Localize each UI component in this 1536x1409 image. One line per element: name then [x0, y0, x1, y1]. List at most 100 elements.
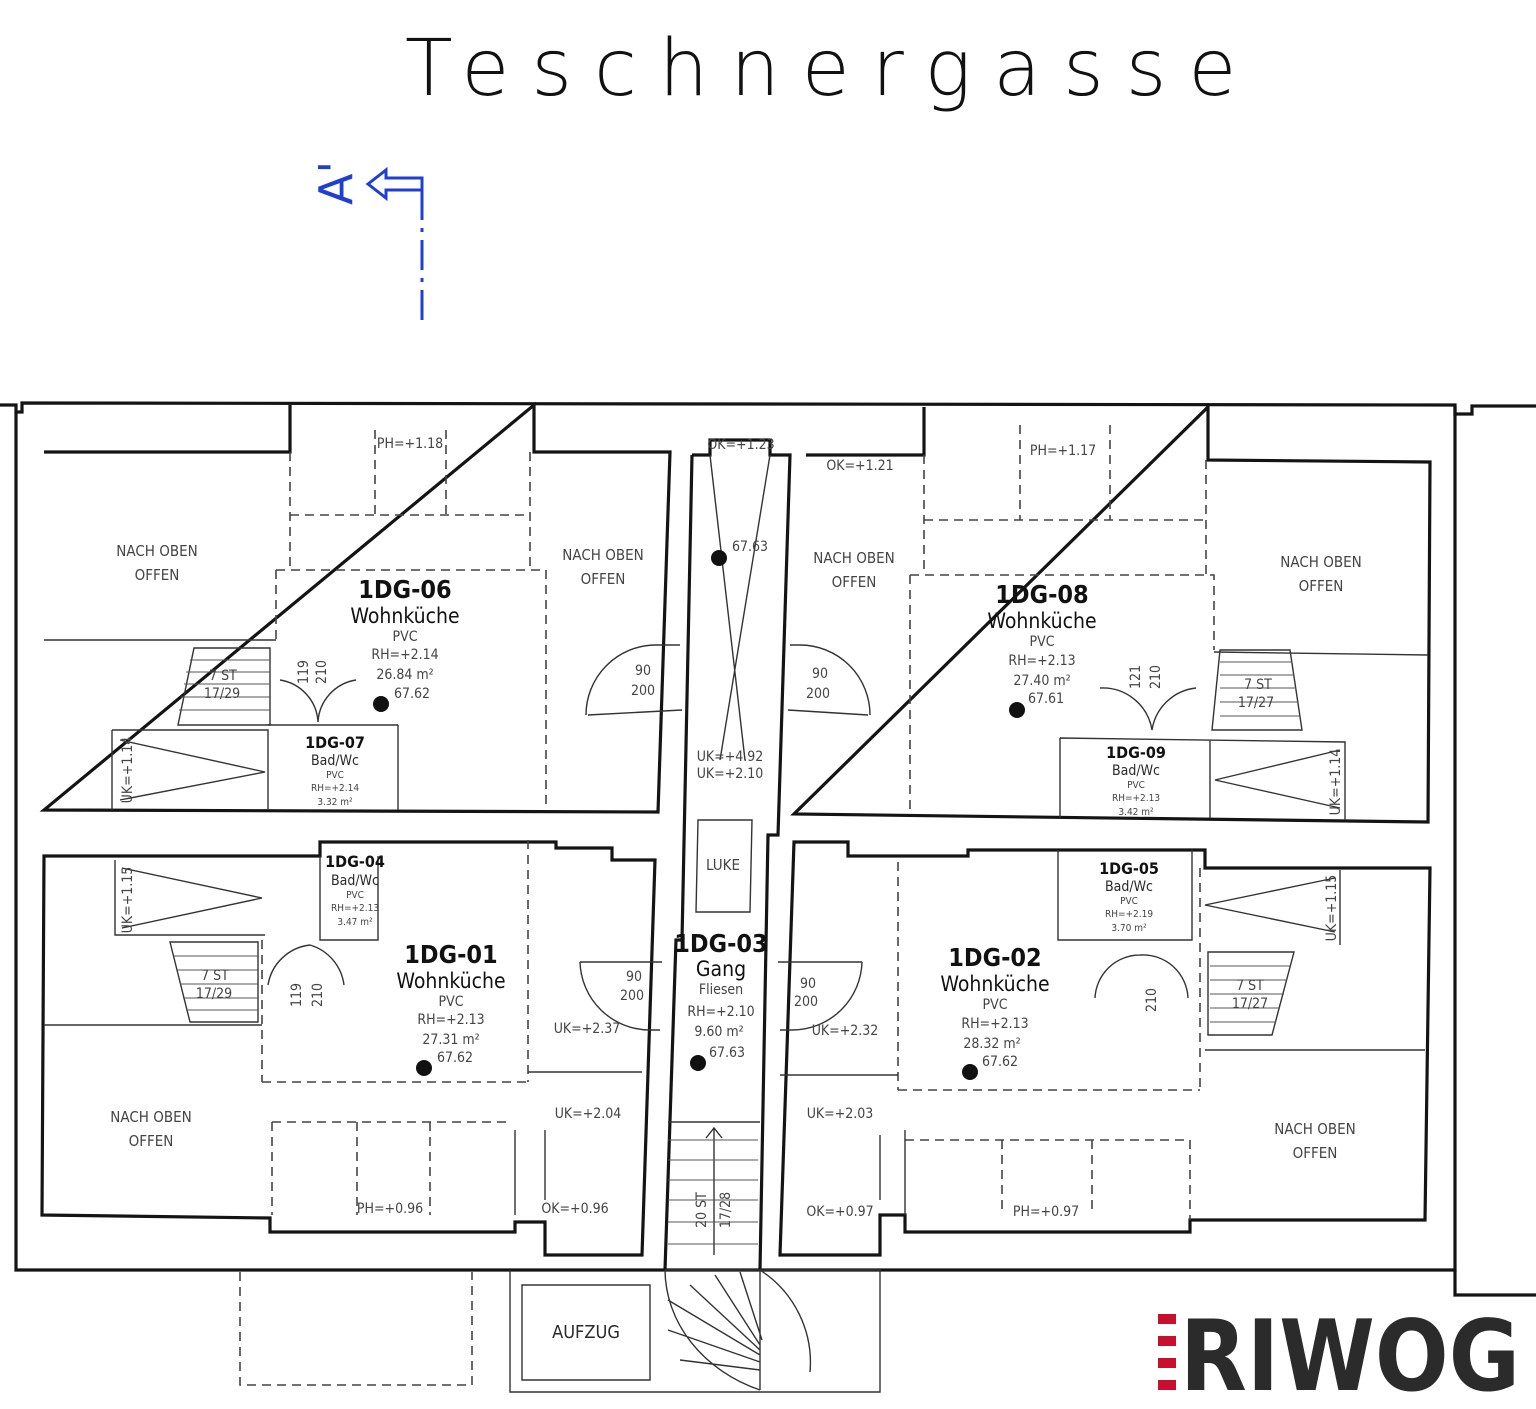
door-height: 200: [806, 686, 830, 702]
uk-label: UK=+2.04: [555, 1106, 622, 1122]
room-floor: PVC: [392, 629, 417, 645]
room-label-1dg-06: 1DG-06 Wohnküche PVC RH=+2.14 26.84 m² 6…: [350, 575, 459, 702]
room-id: 1DG-09: [1106, 743, 1166, 762]
uk-label: UK=+1.14: [120, 737, 136, 804]
logo-bar-icon: [1158, 1358, 1176, 1368]
room-height: RH=+2.13: [1112, 793, 1160, 804]
section-marker: A': [309, 161, 424, 325]
room-name: Bad/Wc: [1105, 879, 1153, 895]
room-level: 67.62: [437, 1050, 473, 1066]
room-height: RH=+2.13: [1008, 653, 1075, 669]
door-width: 90: [626, 969, 642, 985]
stair-ratio: 17/27: [1232, 996, 1268, 1012]
room-label-1dg-01: 1DG-01 Wohnküche PVC RH=+2.13 27.31 m² 6…: [396, 940, 505, 1066]
room-height: RH=+2.19: [1105, 909, 1153, 920]
ph-label: PH=+0.96: [357, 1201, 423, 1217]
open-label: OFFEN: [1293, 1144, 1338, 1162]
ok-label: OK=+1.21: [826, 458, 893, 474]
room-name: Bad/Wc: [311, 753, 359, 769]
level-marker-icon: [373, 696, 389, 712]
uk-label: UK=+2.10: [697, 766, 764, 782]
level-marker-icon: [690, 1055, 706, 1071]
logo-bar-icon: [1158, 1314, 1176, 1324]
open-label: OFFEN: [135, 566, 180, 584]
room-height: RH=+2.13: [331, 903, 379, 914]
room-height: RH=+2.13: [961, 1016, 1028, 1032]
room-height: RH=+2.14: [311, 783, 359, 794]
open-label: OFFEN: [129, 1132, 174, 1150]
stair-door-annotations: 7 ST 17/29 7 ST 17/27 7 ST 17/29 7 ST 17…: [196, 660, 1274, 1343]
logo-text: RIWOG: [1180, 1300, 1520, 1409]
elevator-label: AUFZUG: [552, 1322, 620, 1343]
room-area: 3.47 m²: [337, 917, 373, 928]
gang-top-level: 67.63: [732, 539, 768, 555]
level-markers: [373, 550, 1025, 1080]
room-name: Bad/Wc: [331, 873, 379, 889]
unit-1dg-02: [778, 840, 1432, 1257]
door-width: 90: [635, 663, 651, 679]
door-width: 90: [812, 666, 828, 682]
open-label: NACH OBEN: [1280, 553, 1361, 571]
ph-label: PH=+0.97: [1013, 1204, 1079, 1220]
open-above-labels: NACH OBEN OFFEN NACH OBEN OFFEN NACH OBE…: [110, 542, 1361, 1162]
room-floor: PVC: [438, 994, 463, 1010]
room-area: 3.32 m²: [317, 797, 353, 808]
level-marker-icon: [711, 550, 727, 566]
room-height: RH=+2.13: [417, 1012, 484, 1028]
room-area: 9.60 m²: [694, 1024, 743, 1040]
stair-ratio: 17/29: [204, 686, 240, 702]
ph-label: PH=+1.18: [377, 436, 443, 452]
stair-ratio: 17/29: [196, 986, 232, 1002]
room-area: 27.40 m²: [1013, 673, 1070, 689]
door-width: 121: [1128, 665, 1144, 689]
section-arrow-icon: [365, 166, 424, 202]
room-floor: PVC: [1120, 896, 1138, 907]
room-height: RH=+2.10: [687, 1004, 754, 1020]
logo-bar-icon: [1158, 1380, 1176, 1390]
room-label-1dg-05: 1DG-05 Bad/Wc PVC RH=+2.19 3.70 m²: [1099, 859, 1159, 934]
room-name: Wohnküche: [940, 972, 1049, 996]
stair-ratio: 17/27: [1238, 695, 1274, 711]
room-level: 67.61: [1028, 691, 1064, 707]
stair-ratio: 17/28: [718, 1192, 734, 1228]
room-id: 1DG-06: [358, 575, 451, 604]
open-label: NACH OBEN: [1274, 1120, 1355, 1138]
uk-label: UK=+2.37: [554, 1021, 621, 1037]
door-height: 210: [314, 660, 330, 684]
door-height: 210: [1144, 988, 1160, 1012]
room-floor: PVC: [326, 770, 344, 781]
room-height: RH=+2.14: [371, 647, 438, 663]
room-id: 1DG-07: [305, 733, 365, 752]
room-name: Wohnküche: [987, 609, 1096, 633]
logo-bar-icon: [1158, 1336, 1176, 1346]
room-id: 1DG-03: [674, 929, 767, 958]
room-id: 1DG-04: [325, 852, 385, 871]
corridor-1dg-03: [509, 438, 881, 1393]
open-label: NACH OBEN: [562, 546, 643, 564]
room-floor: PVC: [982, 997, 1007, 1013]
ok-label: OK=+0.96: [541, 1201, 608, 1217]
riwog-logo: RIWOG: [1158, 1300, 1520, 1409]
room-id: 1DG-02: [948, 943, 1041, 972]
room-area: 3.70 m²: [1111, 923, 1147, 934]
unit-1dg-08: [790, 403, 1432, 824]
door-height: 200: [794, 994, 818, 1010]
level-marker-icon: [416, 1060, 432, 1076]
room-id: 1DG-05: [1099, 859, 1159, 878]
uk-label: UK=+1.15: [1324, 875, 1340, 942]
unit-1dg-06: [39, 401, 672, 814]
room-id: 1DG-08: [995, 580, 1088, 609]
unit-1dg-01: [40, 840, 657, 1257]
hatch-label: LUKE: [706, 856, 740, 874]
level-marker-icon: [962, 1064, 978, 1080]
room-label-1dg-03: 1DG-03 Gang Fliesen RH=+2.10 9.60 m² 67.…: [674, 539, 768, 1061]
open-label: NACH OBEN: [116, 542, 197, 560]
room-id: 1DG-01: [404, 940, 497, 969]
room-area: 27.31 m²: [422, 1032, 479, 1048]
room-label-1dg-09: 1DG-09 Bad/Wc PVC RH=+2.13 3.42 m²: [1106, 743, 1166, 818]
door-width: 119: [289, 983, 305, 1007]
room-name: Gang: [696, 957, 746, 981]
uk-label: UK=+1.15: [120, 867, 136, 934]
uk-label: UK=+2.32: [812, 1023, 879, 1039]
